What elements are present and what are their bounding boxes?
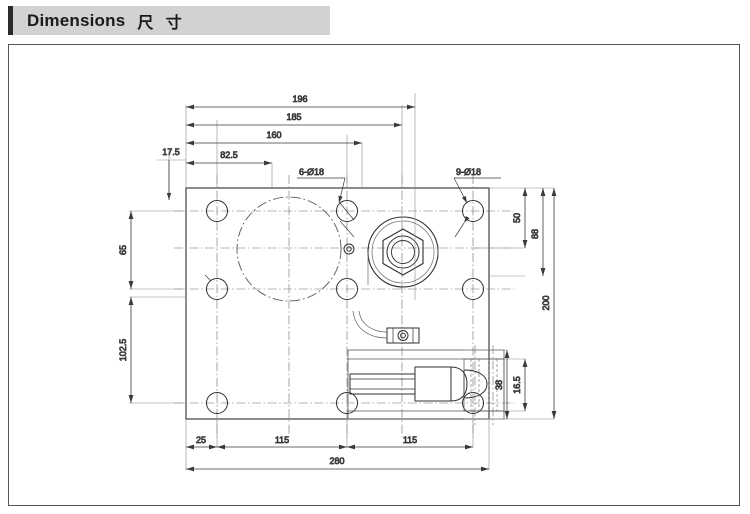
callout-9-holes: 9-Ø18 <box>453 167 501 238</box>
dim-196-label: 196 <box>292 94 307 104</box>
hole-leader-ticks <box>204 202 355 282</box>
dimension-top: 196 185 160 <box>157 94 415 200</box>
dim-196-group: 196 <box>186 94 415 110</box>
center-lines <box>174 175 514 437</box>
dim-160-group: 160 <box>186 130 363 188</box>
header-accent-bar <box>8 6 13 35</box>
dim-200-label: 200 <box>541 295 551 310</box>
dim-200-group: 200 <box>541 188 557 419</box>
dim-25-group: 25 <box>186 435 217 450</box>
dim-16-5-label: 16.5 <box>512 376 522 394</box>
callout-6-holes: 6-Ø18 <box>297 167 346 204</box>
dim-82-5-group: 82.5 <box>186 150 273 188</box>
dim-185-label: 185 <box>286 112 301 122</box>
dim-50-group: 50 <box>512 188 528 248</box>
hidden-bore-circle <box>236 196 342 302</box>
dim-102-5-group: 102.5 <box>118 296 186 403</box>
dim-17-5-group: 17.5 <box>157 147 186 200</box>
shaft-assembly <box>347 345 505 425</box>
dimension-right: 50 88 16.5 38 <box>494 188 557 419</box>
page-title: Dimensions <box>27 10 126 30</box>
dim-115-left-group: 115 <box>217 435 347 450</box>
page-title-chinese: 尺 寸 <box>137 14 186 32</box>
callout-6-holes-label: 6-Ø18 <box>299 167 324 177</box>
dim-88-group: 88 <box>530 188 546 276</box>
dim-65-label: 65 <box>118 245 128 255</box>
dimension-bottom: 25 115 115 280 <box>186 435 489 472</box>
dim-38-group: 38 <box>494 350 510 419</box>
small-pilot-hole <box>343 243 355 255</box>
bolt-holes <box>206 200 484 414</box>
central-hub-assembly <box>367 216 439 288</box>
dimension-drawing: 196 185 160 <box>118 93 557 472</box>
extension-lines <box>129 93 554 470</box>
dim-115-left-label: 115 <box>275 435 289 445</box>
callout-9-holes-label: 9-Ø18 <box>456 167 481 177</box>
hub-clamp-bracket <box>352 310 420 344</box>
drawing-frame: 196 185 160 <box>8 44 740 506</box>
dim-102-5-label: 102.5 <box>118 339 128 362</box>
dim-115-right-group: 115 <box>347 435 473 450</box>
section-header: Dimensions 尺 寸 <box>8 6 330 35</box>
dim-280-label: 280 <box>329 456 344 466</box>
dim-16-5-group: 16.5 <box>512 359 528 411</box>
dim-50-label: 50 <box>512 213 522 223</box>
dim-160-label: 160 <box>266 130 281 140</box>
dim-17-5-label: 17.5 <box>162 147 180 157</box>
dim-38-label: 38 <box>494 380 504 390</box>
dim-280-group: 280 <box>186 456 489 472</box>
dim-115-right-label: 115 <box>403 435 417 445</box>
dim-185-group: 185 <box>186 112 402 128</box>
dim-82-5-label: 82.5 <box>220 150 238 160</box>
dim-65-group: 65 <box>118 211 134 289</box>
dim-25-label: 25 <box>196 435 206 445</box>
dimension-left: 65 102.5 <box>118 211 186 403</box>
dim-88-label: 88 <box>530 229 540 239</box>
plate-outline <box>185 187 490 420</box>
